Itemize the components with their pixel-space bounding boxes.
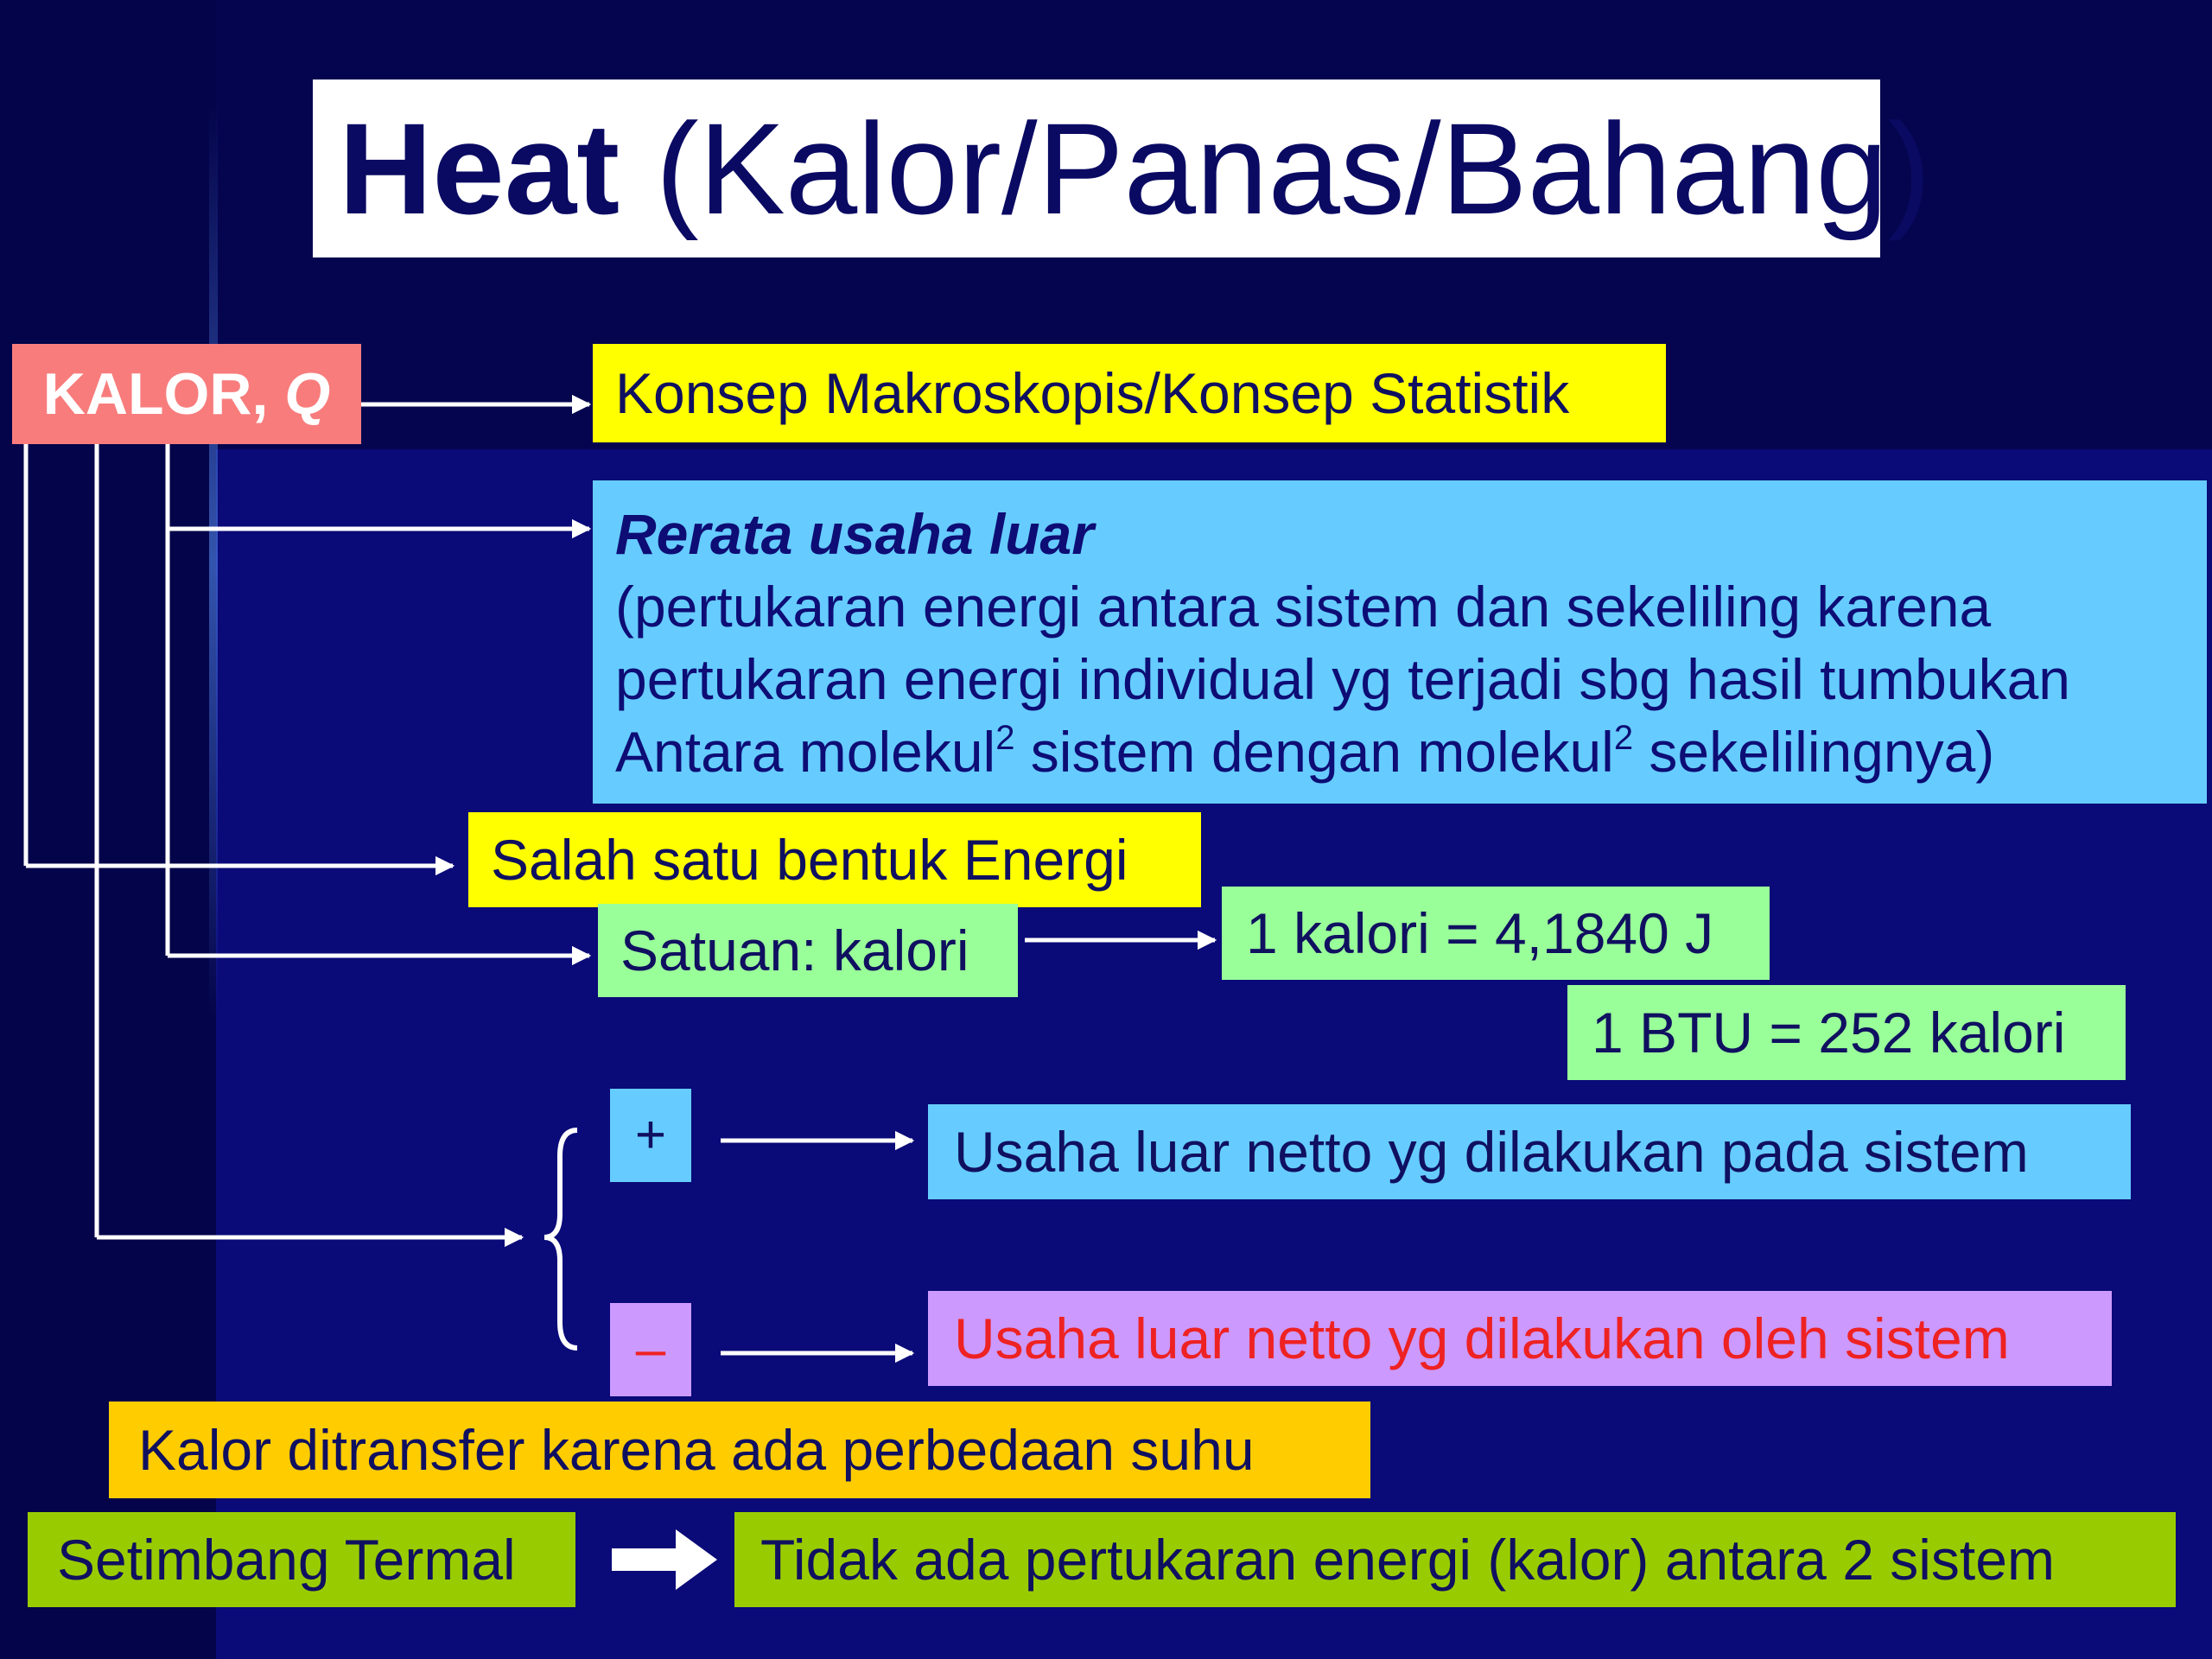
salah-satu-box: Salah satu bentuk Energi: [468, 812, 1201, 907]
background-left-band: [0, 0, 216, 1659]
rerata-line-3-a: Antara molekul: [615, 720, 996, 784]
rerata-line-2: pertukaran energi individual yg terjadi …: [615, 647, 2070, 711]
tidak-ada-box: Tidak ada pertukaran energi (kalor) anta…: [734, 1512, 2176, 1607]
kalori-joule-box: 1 kalori = 4,1840 J: [1222, 887, 1770, 980]
minus-sign-box: –: [610, 1303, 691, 1396]
rerata-line-3-b: sistem dengan molekul: [1014, 720, 1614, 784]
transfer-box: Kalor ditransfer karena ada perbedaan su…: [109, 1402, 1370, 1498]
rerata-line-3-c: sekelilingnya): [1633, 720, 1995, 784]
rerata-line-1: (pertukaran energi antara sistem dan sek…: [615, 575, 1992, 639]
rerata-box: Rerata usaha luar (pertukaran energi ant…: [593, 480, 2207, 804]
kalor-symbol: Q: [284, 361, 331, 427]
satuan-box: Satuan: kalori: [598, 904, 1018, 997]
usaha-oleh-box: Usaha luar netto yg dilakukan oleh siste…: [928, 1291, 2112, 1386]
curly-brace: [543, 1128, 578, 1351]
setimbang-box: Setimbang Termal: [28, 1512, 575, 1607]
title-bold: Heat: [339, 96, 620, 241]
arrow-setimbang-icon: [612, 1529, 717, 1590]
plus-sign-box: +: [610, 1089, 691, 1182]
rerata-sup-1: 2: [995, 719, 1015, 757]
rerata-sup-2: 2: [1613, 719, 1634, 757]
background-glow-line: [209, 104, 218, 1020]
slide-title: Heat (Kalor/Panas/Bahang): [313, 79, 1931, 257]
btu-box: 1 BTU = 252 kalori: [1567, 985, 2126, 1080]
usaha-pada-box: Usaha luar netto yg dilakukan pada siste…: [928, 1104, 2131, 1199]
title-rest: (Kalor/Panas/Bahang): [620, 96, 1931, 241]
kalor-label: KALOR,: [42, 361, 285, 427]
konsep-box: Konsep Makroskopis/Konsep Statistik: [593, 344, 1666, 442]
rerata-heading: Rerata usaha luar: [615, 502, 1094, 566]
kalor-q-box: KALOR, Q: [12, 344, 361, 444]
rerata-line-3: Antara molekul2 sistem dengan molekul2 s…: [615, 715, 2207, 788]
